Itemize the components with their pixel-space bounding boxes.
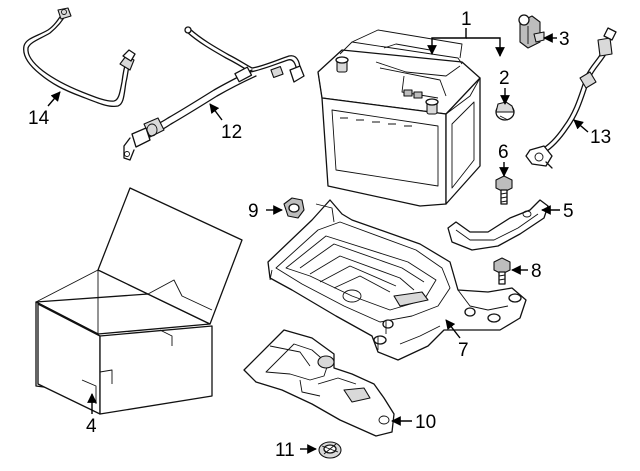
ground-cable [23, 7, 136, 108]
leader-14 [47, 91, 61, 107]
callout-5: 5 [563, 201, 574, 222]
callout-leaders [47, 28, 589, 454]
callout-3: 3 [559, 29, 570, 50]
hold-down-clamp [447, 199, 549, 251]
leader-12 [209, 103, 223, 121]
bolt-6 [495, 175, 513, 205]
leader-7 [445, 319, 461, 339]
sensor-cable [525, 27, 617, 169]
callout-9: 9 [248, 201, 259, 222]
push-nut [318, 441, 342, 459]
positive-cable [123, 26, 305, 161]
callout-12: 12 [221, 122, 242, 143]
callout-7: 7 [458, 340, 469, 361]
leader-1 [427, 28, 467, 55]
terminal-clip [518, 14, 545, 49]
nut [283, 197, 305, 219]
callout-2: 2 [499, 68, 510, 89]
callout-numbers: 1 2 3 4 5 6 7 8 9 10 11 12 13 14 [28, 9, 611, 461]
terminal-cover-plug [495, 101, 515, 121]
callout-4: 4 [86, 416, 97, 437]
battery [317, 29, 481, 207]
callout-10: 10 [415, 412, 436, 433]
callout-13: 13 [590, 127, 611, 148]
insulator-box [35, 187, 243, 415]
callout-11: 11 [275, 440, 295, 461]
callout-14: 14 [28, 108, 50, 129]
tray-cover [243, 329, 395, 437]
callout-8: 8 [531, 261, 542, 282]
leader-1b [466, 37, 505, 57]
leader-13 [573, 119, 589, 133]
callout-6: 6 [498, 142, 509, 163]
callout-1: 1 [461, 9, 472, 30]
battery-tray [267, 199, 527, 361]
bolt-8 [493, 257, 511, 285]
